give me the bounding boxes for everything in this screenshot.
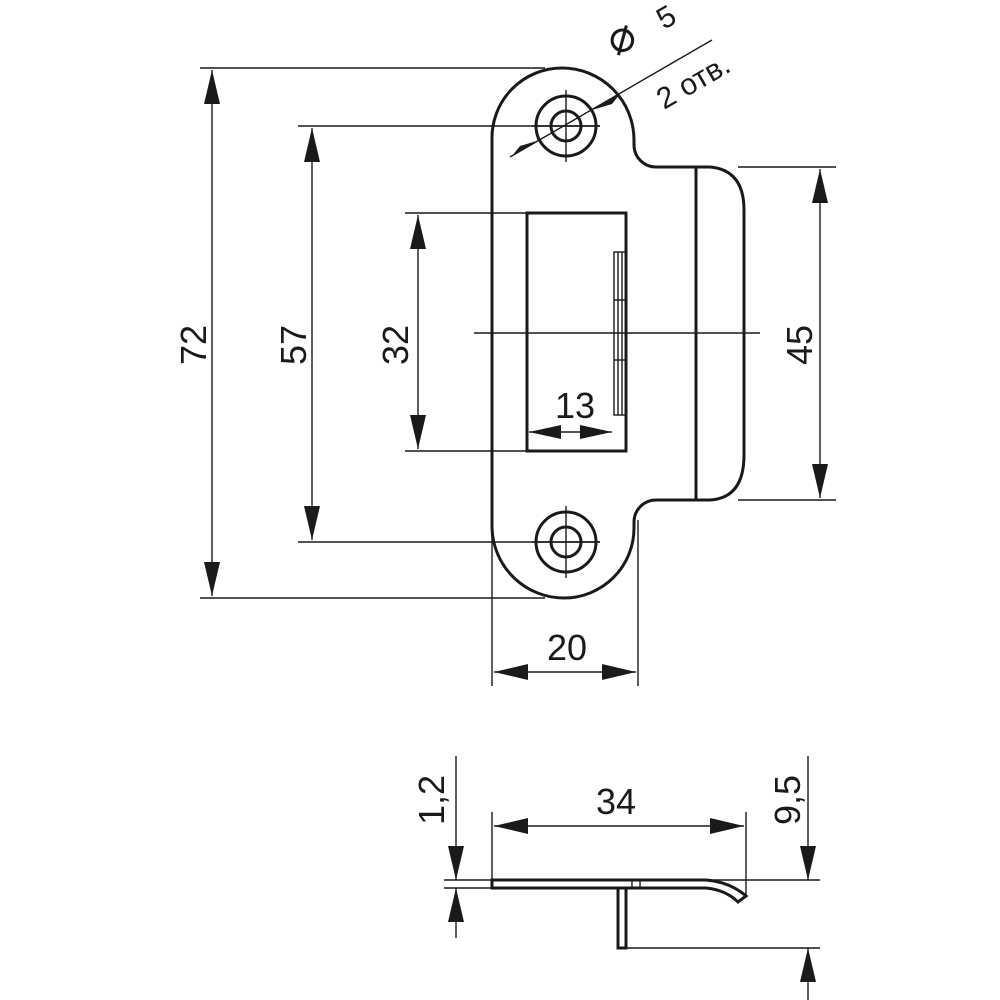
side-view: 34 1,2 9,5	[411, 756, 820, 1000]
side-tab	[616, 886, 628, 950]
side-profile-outline	[490, 878, 749, 904]
dim-label-20: 20	[547, 627, 587, 668]
dimension-34: 34	[494, 781, 744, 834]
dimension-57: 57	[273, 128, 320, 540]
hole-diameter-symbol: ⌀	[596, 8, 645, 66]
dim-label-13: 13	[555, 385, 595, 426]
dim-label-72: 72	[173, 325, 214, 365]
strike-plate-outline	[490, 66, 698, 600]
dimension-72: 72	[173, 70, 220, 596]
dim-label-34: 34	[596, 781, 636, 822]
dimension-20: 20	[494, 627, 636, 680]
dim-label-32: 32	[375, 325, 416, 365]
dim-label-45: 45	[779, 325, 820, 365]
front-view: 72 57 32 45 13	[173, 0, 836, 686]
dim-label-depth: 9,5	[767, 775, 808, 825]
hole-diameter-value: 5	[651, 0, 682, 36]
dim-label-thickness: 1,2	[411, 775, 452, 825]
dimension-13: 13	[529, 385, 612, 439]
dimension-depth: 9,5	[767, 756, 816, 1000]
dimension-45: 45	[779, 169, 828, 498]
dimension-thickness: 1,2	[411, 756, 464, 938]
hole-diameter-callout: ⌀ 5 2 отв.	[509, 0, 736, 158]
dim-label-57: 57	[273, 325, 314, 365]
dimension-32: 32	[375, 215, 426, 449]
hole-count-note: 2 отв.	[651, 48, 736, 116]
